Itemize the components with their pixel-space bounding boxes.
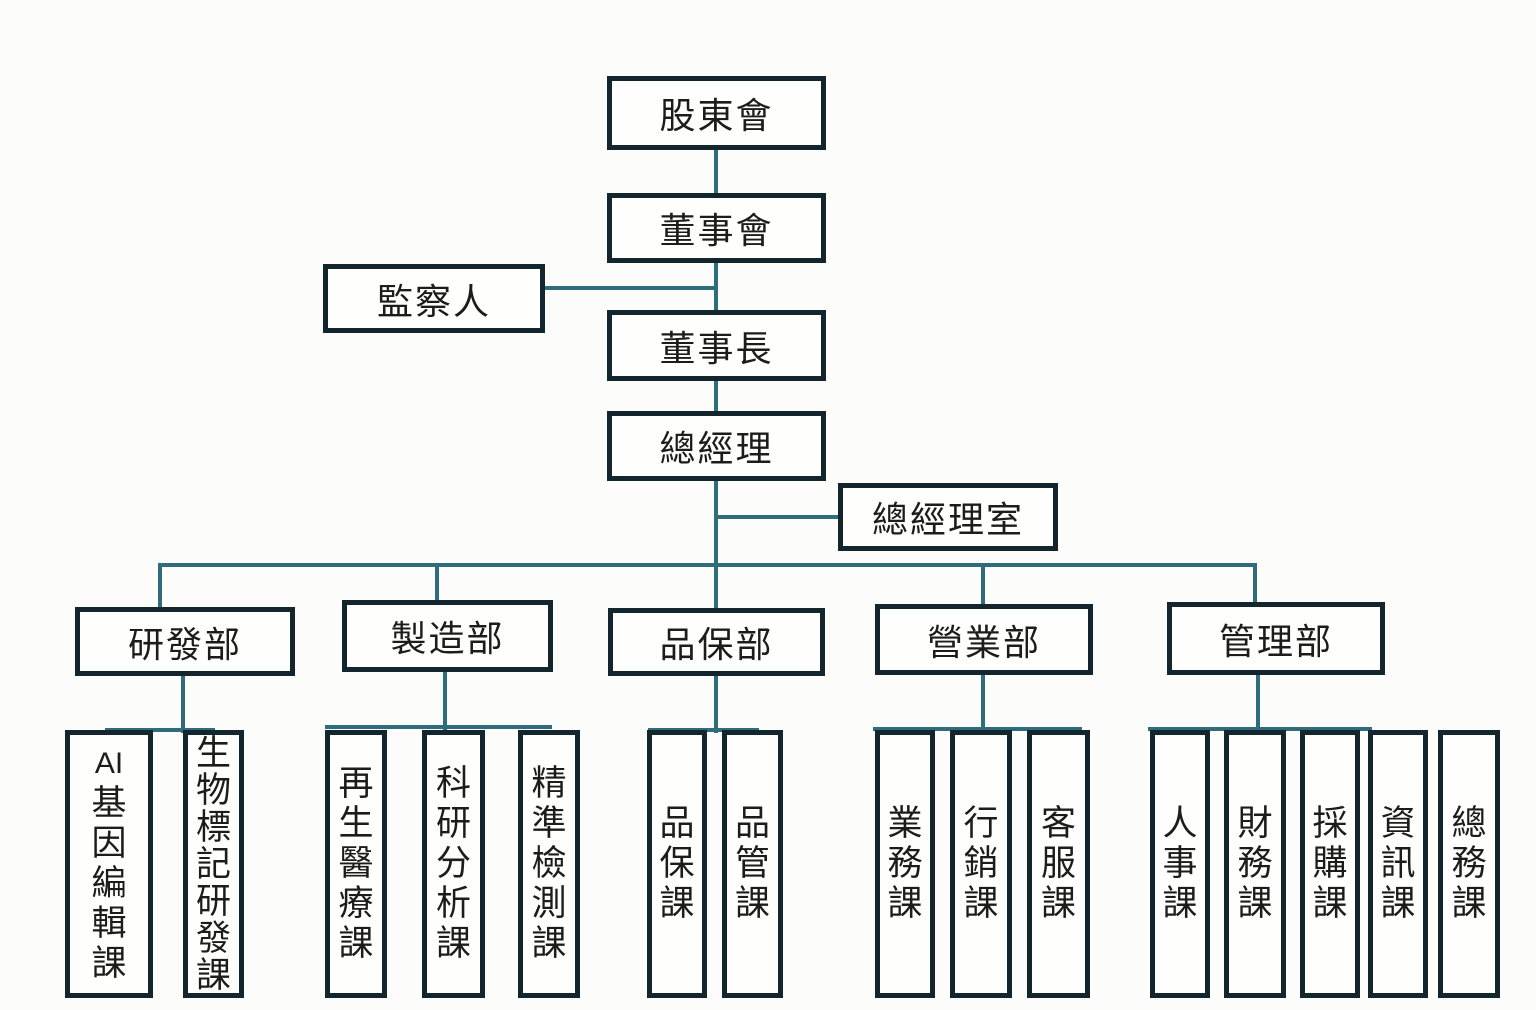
unit-label-segment: 記 — [195, 844, 231, 884]
unit-label-segment: 課 — [1312, 884, 1348, 923]
unit-label-segment: 事 — [1162, 844, 1198, 883]
unit-label-segment: 精 — [531, 764, 567, 803]
org-unit-scientific-research-analysis-section: 科研分析課 — [422, 730, 485, 998]
node-label: 總經理 — [659, 429, 774, 469]
unit-label-segment: 輯 — [91, 904, 127, 943]
unit-label-segment: 品 — [734, 804, 770, 843]
org-unit-quality-assurance-section: 品保課 — [647, 730, 707, 998]
unit-label-segment: 資 — [1380, 804, 1416, 843]
org-unit-general-affairs-section: 總務課 — [1438, 730, 1500, 998]
unit-label-segment: 課 — [963, 884, 999, 923]
org-unit-biomarker-rd-section: 生物標記研發課 — [183, 730, 244, 998]
unit-label-segment: 服 — [1040, 844, 1076, 883]
unit-label-segment: 物 — [195, 770, 231, 810]
unit-label-segment: 課 — [1237, 884, 1273, 923]
org-node-shareholders-meeting: 股東會 — [607, 76, 826, 150]
unit-label-segment: 課 — [435, 924, 471, 963]
unit-label-segment: 醫 — [338, 844, 374, 883]
unit-label-segment: 療 — [338, 884, 374, 923]
unit-label-segment: 務 — [1451, 844, 1487, 883]
org-unit-marketing-section: 行銷課 — [950, 730, 1012, 998]
unit-label-segment: 業 — [887, 804, 923, 843]
unit-label-segment: 基 — [91, 784, 127, 823]
unit-label-segment: 析 — [435, 884, 471, 923]
org-node-quality-assurance-department: 品保部 — [608, 608, 825, 676]
unit-label-segment: 購 — [1312, 844, 1348, 883]
unit-label-segment: 標 — [195, 807, 231, 847]
unit-label-segment: 行 — [963, 804, 999, 843]
unit-label-segment: 分 — [435, 844, 471, 883]
unit-label-segment: 課 — [531, 924, 567, 963]
org-node-supervisors: 監察人 — [323, 264, 545, 333]
unit-label-segment: 研 — [435, 804, 471, 843]
unit-label-segment: 課 — [887, 884, 923, 923]
unit-label-segment: 務 — [887, 844, 923, 883]
unit-label-segment: 檢 — [531, 844, 567, 883]
org-unit-precision-testing-section: 精準檢測課 — [518, 730, 580, 998]
unit-label-segment: 研 — [195, 881, 231, 921]
unit-label-segment: 課 — [659, 884, 695, 923]
org-unit-finance-section: 財務課 — [1224, 730, 1286, 998]
department-label: 製造部 — [390, 619, 505, 659]
org-unit-business-section: 業務課 — [875, 730, 935, 998]
org-node-manufacturing-department: 製造部 — [342, 600, 553, 672]
unit-label-segment: 科 — [435, 764, 471, 803]
org-node-general-manager: 總經理 — [607, 411, 826, 481]
unit-label-segment: 發 — [195, 918, 231, 958]
org-node-board-of-directors: 董事會 — [607, 193, 826, 263]
node-label: 董事長 — [659, 328, 774, 369]
org-unit-quality-control-section: 品管課 — [722, 730, 783, 998]
unit-label-segment: 人 — [1162, 804, 1198, 843]
unit-label-segment: 課 — [734, 884, 770, 923]
org-unit-procurement-section: 採購課 — [1300, 730, 1360, 998]
unit-label-segment: 編 — [91, 864, 127, 903]
unit-label-segment: 總 — [1451, 804, 1487, 843]
unit-label-segment: 測 — [531, 884, 567, 923]
unit-label-segment: 課 — [1451, 884, 1487, 923]
unit-label-segment: 生 — [195, 733, 231, 773]
org-unit-regenerative-medicine-section: 再生醫療課 — [325, 730, 387, 998]
org-node-sales-department: 營業部 — [875, 604, 1093, 675]
org-unit-ai-gene-editing-section: AI 基因編輯課 — [65, 730, 153, 998]
unit-label-segment: AI — [94, 747, 124, 780]
node-label: 股東會 — [659, 96, 774, 136]
org-node-general-manager-office: 總經理室 — [838, 483, 1058, 551]
unit-label-segment: 生 — [338, 804, 374, 843]
unit-label-segment: 再 — [338, 764, 374, 803]
org-unit-information-section: 資訊課 — [1368, 730, 1428, 998]
unit-label-segment: 管 — [734, 844, 770, 883]
unit-label-segment: 課 — [91, 944, 127, 983]
unit-label-segment: 務 — [1237, 844, 1273, 883]
unit-label-segment: 品 — [659, 804, 695, 843]
unit-label-segment: 客 — [1040, 804, 1076, 843]
unit-label-segment: 課 — [195, 955, 231, 995]
unit-label-segment: 課 — [1040, 884, 1076, 923]
unit-label-segment: 訊 — [1380, 844, 1416, 883]
org-node-chairman: 董事長 — [607, 310, 826, 381]
department-label: 營業部 — [926, 622, 1041, 663]
unit-label-segment: 保 — [659, 844, 695, 883]
department-label: 品保部 — [659, 625, 774, 665]
unit-label-segment: 課 — [1162, 884, 1198, 923]
unit-label-segment: 因 — [91, 824, 127, 863]
unit-label-segment: 課 — [338, 924, 374, 963]
unit-label-segment: 銷 — [963, 844, 999, 883]
org-unit-customer-service-section: 客服課 — [1027, 730, 1090, 998]
department-label: 管理部 — [1218, 621, 1333, 662]
unit-label-segment: 準 — [531, 804, 567, 843]
unit-label-segment: 課 — [1380, 884, 1416, 923]
unit-label-segment: 採 — [1312, 804, 1348, 843]
node-label: 董事會 — [659, 211, 774, 251]
node-label: 監察人 — [376, 281, 491, 322]
org-node-administration-department: 管理部 — [1167, 602, 1385, 675]
unit-label-segment: 財 — [1237, 804, 1273, 843]
org-node-rd-department: 研發部 — [75, 607, 295, 676]
node-label: 總經理室 — [871, 500, 1024, 540]
org-unit-hr-section: 人事課 — [1150, 730, 1210, 998]
department-label: 研發部 — [127, 624, 242, 665]
